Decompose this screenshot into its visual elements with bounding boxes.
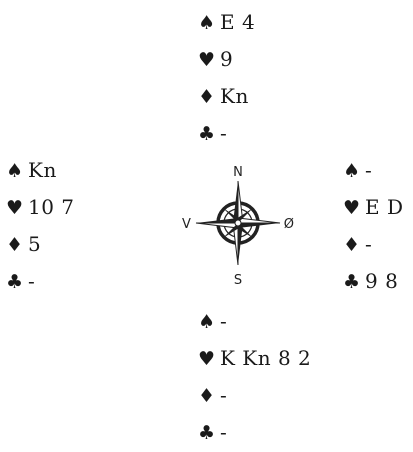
east-clubs-cards: 9 8 — [365, 269, 399, 293]
south-spades-cards: - — [220, 309, 228, 333]
spade-icon: ♠ — [198, 311, 216, 333]
east-clubs-row: ♣9 8 — [343, 263, 404, 300]
east-hearts-row: ♥E D — [343, 189, 404, 226]
diamond-icon: ♦ — [343, 234, 361, 256]
west-hand: ♠Kn ♥10 7 ♦5 ♣- — [6, 152, 75, 300]
north-clubs-cards: - — [220, 121, 228, 145]
club-icon: ♣ — [343, 271, 361, 293]
compass-east-label: Ø — [284, 217, 294, 232]
club-icon: ♣ — [198, 422, 216, 444]
east-spades-row: ♠- — [343, 152, 404, 189]
west-spades-row: ♠Kn — [6, 152, 75, 189]
west-spades-cards: Kn — [28, 158, 57, 182]
south-hearts-cards: K Kn 8 2 — [220, 346, 312, 370]
east-spades-cards: - — [365, 158, 373, 182]
south-spades-row: ♠- — [198, 303, 311, 340]
heart-icon: ♥ — [6, 197, 24, 219]
west-clubs-row: ♣- — [6, 263, 75, 300]
heart-icon: ♥ — [343, 197, 361, 219]
compass-west-label: V — [182, 217, 191, 232]
west-diamonds-cards: 5 — [28, 232, 42, 256]
north-hearts-row: ♥9 — [198, 41, 255, 78]
club-icon: ♣ — [198, 123, 216, 145]
south-diamonds-row: ♦- — [198, 377, 311, 414]
east-hand: ♠- ♥E D ♦- ♣9 8 — [343, 152, 404, 300]
north-diamonds-cards: Kn — [220, 84, 249, 108]
south-hand: ♠- ♥K Kn 8 2 ♦- ♣- — [198, 303, 311, 451]
north-hearts-cards: 9 — [220, 47, 234, 71]
south-hearts-row: ♥K Kn 8 2 — [198, 340, 311, 377]
east-hearts-cards: E D — [365, 195, 404, 219]
heart-icon: ♥ — [198, 49, 216, 71]
north-spades-row: ♠E 4 — [198, 4, 255, 41]
compass-north-label: N — [233, 165, 243, 180]
spade-icon: ♠ — [343, 160, 361, 182]
diamond-icon: ♦ — [198, 86, 216, 108]
north-diamonds-row: ♦Kn — [198, 78, 255, 115]
east-diamonds-cards: - — [365, 232, 373, 256]
east-diamonds-row: ♦- — [343, 226, 404, 263]
west-clubs-cards: - — [28, 269, 36, 293]
west-hearts-row: ♥10 7 — [6, 189, 75, 226]
heart-icon: ♥ — [198, 348, 216, 370]
west-hearts-cards: 10 7 — [28, 195, 75, 219]
south-clubs-row: ♣- — [198, 414, 311, 451]
west-diamonds-row: ♦5 — [6, 226, 75, 263]
club-icon: ♣ — [6, 271, 24, 293]
south-diamonds-cards: - — [220, 383, 228, 407]
compass-rose-icon: N S V Ø — [182, 165, 294, 288]
north-clubs-row: ♣- — [198, 115, 255, 152]
diamond-icon: ♦ — [6, 234, 24, 256]
spade-icon: ♠ — [6, 160, 24, 182]
compass-south-label: S — [234, 273, 242, 288]
north-spades-cards: E 4 — [220, 10, 256, 34]
diamond-icon: ♦ — [198, 385, 216, 407]
south-clubs-cards: - — [220, 420, 228, 444]
north-hand: ♠E 4 ♥9 ♦Kn ♣- — [198, 4, 255, 152]
spade-icon: ♠ — [198, 12, 216, 34]
